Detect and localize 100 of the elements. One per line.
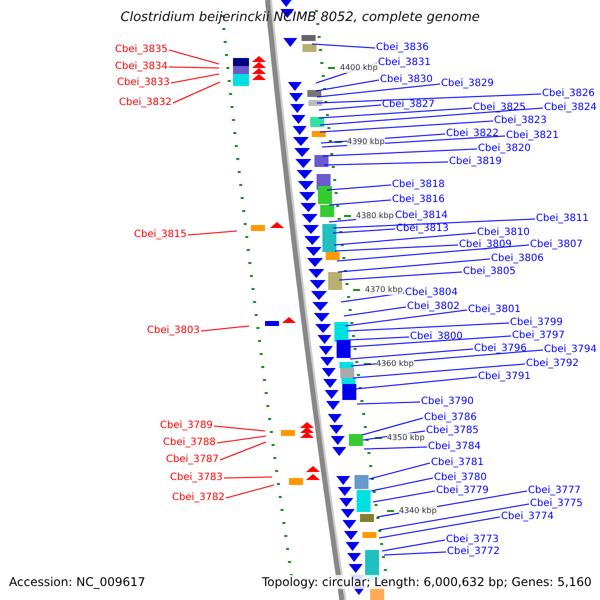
leader-line <box>364 446 428 450</box>
gene-label: Cbei_3835 <box>115 44 168 56</box>
gene-label: Cbei_3788 <box>163 437 216 449</box>
leader-line <box>316 84 440 98</box>
gene-label: Cbei_3818 <box>392 179 445 191</box>
leader-line <box>384 552 446 556</box>
leader-line <box>334 244 458 252</box>
gene-label: Cbei_3834 <box>115 61 168 73</box>
gene-label: Cbei_3785 <box>426 425 479 437</box>
gene-label: Cbei_3816 <box>392 194 445 206</box>
gene-label: Cbei_3794 <box>544 344 597 356</box>
gene-label: Cbei_3792 <box>526 358 579 370</box>
leader-line <box>354 376 478 390</box>
gene-label: Cbei_3805 <box>463 266 516 278</box>
gene-label: Cbei_3823 <box>494 115 547 127</box>
leader-line <box>338 258 490 272</box>
gene-label: Cbei_3836 <box>376 42 429 54</box>
gene-label: Cbei_3804 <box>405 287 458 299</box>
leader-line <box>382 540 446 552</box>
leader-line <box>214 426 266 432</box>
leader-line <box>226 484 274 498</box>
leader-line <box>368 462 430 480</box>
footer-text: Topology: circular; Length: 6,000,632 bp; Genes: 5,160 <box>262 575 592 589</box>
leader-line <box>320 120 494 132</box>
leader-line <box>356 402 420 404</box>
leader-line <box>362 418 424 436</box>
leader-line <box>168 66 220 68</box>
leader-line <box>172 82 220 104</box>
gene-label: Cbei_3774 <box>501 511 554 523</box>
leader-line <box>318 104 382 110</box>
gene-label: Cbei_3779 <box>436 485 489 497</box>
gene-label: Cbei_3822 <box>446 128 499 140</box>
position-label: 4370 kbp <box>365 285 403 295</box>
gene-label: Cbei_3802 <box>407 301 460 313</box>
leader-line <box>168 50 220 64</box>
leader-line <box>316 94 542 104</box>
leader-line <box>372 490 436 502</box>
gene-label: Cbei_3829 <box>441 78 494 90</box>
gene-label: Cbei_3791 <box>478 371 531 383</box>
leader-line <box>338 272 462 280</box>
gene-label: Cbei_3781 <box>431 457 484 469</box>
gene-label: Cbei_3786 <box>424 412 477 424</box>
gene-label: Cbei_3801 <box>468 304 521 316</box>
gene-label: Cbei_3773 <box>446 534 499 546</box>
leader-line <box>324 162 448 166</box>
gene-label: Cbei_3800 <box>410 331 463 343</box>
gene-label: Cbei_3789 <box>160 420 213 432</box>
leader-line <box>336 244 530 262</box>
gene-label: Cbei_3790 <box>421 396 474 408</box>
gene-label: Cbei_3797 <box>512 330 565 342</box>
gene-label: Cbei_3832 <box>119 97 172 109</box>
leader-line <box>378 504 530 530</box>
gene-label: Cbei_3799 <box>510 317 563 329</box>
leader-line <box>220 442 266 460</box>
gene-label: Cbei_3807 <box>530 239 583 251</box>
position-label: 4340 kbp <box>399 506 437 516</box>
gene-label: Cbei_3833 <box>117 77 170 89</box>
gene-label: Cbei_3826 <box>542 88 595 100</box>
leader-line <box>170 74 220 84</box>
leader-line <box>316 80 380 92</box>
gene-label: Cbei_3809 <box>459 239 512 251</box>
leader-line <box>332 218 536 228</box>
gene-label: Cbei_3810 <box>477 227 530 239</box>
gene-label: Cbei_3780 <box>434 472 487 484</box>
leader-line <box>348 336 410 340</box>
gene-label: Cbei_3784 <box>428 441 481 453</box>
gene-label: Cbei_3803 <box>147 325 200 337</box>
leader-line <box>344 306 406 316</box>
position-label: 4350 kbp <box>387 433 425 443</box>
leader-line <box>378 516 500 538</box>
position-label: 4360 kbp <box>376 359 414 369</box>
footer-text: Accession: NC_009617 <box>9 575 146 589</box>
gene-label: Cbei_3811 <box>536 213 589 225</box>
gene-label: Cbei_3772 <box>447 546 500 558</box>
position-label: 4400 kbp <box>340 63 378 73</box>
leader-line <box>320 108 544 126</box>
leader-line <box>322 148 478 156</box>
gene-label: Cbei_3820 <box>478 143 531 155</box>
leader-line <box>346 322 510 332</box>
leader-line <box>334 232 476 246</box>
gene-label: Cbei_3787 <box>166 454 219 466</box>
leader-line <box>348 336 512 348</box>
leader-line <box>318 108 472 118</box>
leader-line <box>312 44 376 48</box>
gene-label: Cbei_3831 <box>378 57 431 69</box>
gene-label: Cbei_3777 <box>528 485 581 497</box>
leader-line <box>200 326 250 332</box>
gene-label: Cbei_3783 <box>170 472 223 484</box>
gene-label: Cbei_3796 <box>474 343 527 355</box>
map-title: Clostridium beijerinckii NCIMB 8052, complete genome <box>120 10 480 26</box>
position-label: 4390 kbp <box>347 137 385 147</box>
leader-line <box>352 364 526 378</box>
gene-label: Cbei_3824 <box>544 102 597 114</box>
leader-line <box>344 310 468 326</box>
gene-label: Cbei_3819 <box>449 156 502 168</box>
position-label: 4380 kbp <box>356 211 394 221</box>
leader-line <box>188 230 238 236</box>
leader-line <box>216 436 266 444</box>
leader-line <box>328 200 392 206</box>
gene-label: Cbei_3825 <box>473 102 526 114</box>
